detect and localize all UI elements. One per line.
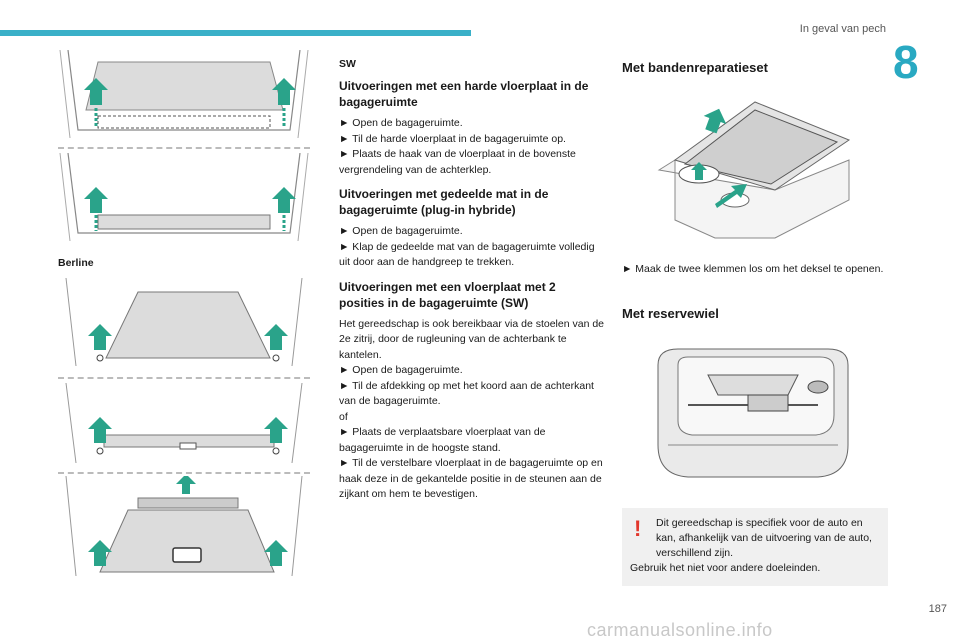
watermark: carmanualsonline.info <box>587 620 773 640</box>
section-title: In geval van pech <box>799 23 886 35</box>
warning-note-text: Gebruik het niet voor andere doeleinden. <box>630 562 821 574</box>
step-line: ► Open de bagageruimte. <box>339 364 463 376</box>
warning-note: ! Dit gereedschap is specifiek voor de a… <box>622 508 888 586</box>
step-line: ► Open de bagageruimte. <box>339 117 463 129</box>
section-split-mat-title: Uitvoeringen met gedeelde mat in de baga… <box>339 187 549 217</box>
warning-note-text: Dit gereedschap is specifiek voor de aut… <box>656 517 872 559</box>
spare-wheel-title: Met reservewiel <box>622 306 719 321</box>
step-line: ► Plaats de verplaatsbare vloerplaat van… <box>339 426 546 454</box>
step-line: ► Til de afdekking op met het koord aan … <box>339 379 594 408</box>
illustration-spare-wheel <box>648 345 858 481</box>
illustration-repair-kit <box>655 100 853 240</box>
page-number: 187 <box>928 603 947 615</box>
warning-icon: ! <box>634 516 642 541</box>
illustration-berline-2 <box>58 383 310 467</box>
figure-separator <box>58 147 310 149</box>
step-line: ► Klap de gedeelde mat van de bagageruim… <box>339 240 595 269</box>
illustration-berline-1 <box>58 278 310 370</box>
chapter-badge: 8 <box>893 36 933 88</box>
berline-label: Berline <box>58 257 94 269</box>
illustration-berline-3 <box>58 476 310 580</box>
middle-column: SW Uitvoeringen met een harde vloerplaat… <box>339 58 604 503</box>
figure-separator <box>58 472 310 474</box>
step-line: ► Til de harde vloerplaat in de bagageru… <box>339 132 566 145</box>
section-two-position-floor-title: Uitvoeringen met een vloerplaat met 2 po… <box>339 279 556 310</box>
chapter-number: 8 <box>893 36 919 88</box>
section-hard-floor-title: Uitvoeringen met een harde vloerplaat in… <box>339 79 589 109</box>
step-line: ► Plaats de haak van de vloerplaat in de… <box>339 148 576 176</box>
step-line: ► Til de verstelbare vloerplaat in de ba… <box>339 457 603 500</box>
figure-separator <box>58 377 310 379</box>
repair-kit-title: Met bandenreparatieset <box>622 60 768 75</box>
illustration-sw-split-mat <box>58 153 310 243</box>
sw-label: SW <box>339 58 356 70</box>
repair-kit-step: ► Maak de twee klemmen los om het deksel… <box>622 263 884 275</box>
header-accent-bar <box>0 30 471 36</box>
illustration-sw-hard-floor <box>58 50 310 142</box>
step-line: ► Open de bagageruimte. <box>339 225 463 237</box>
intro-line: Het gereedschap is ook bereikbaar via de… <box>339 317 605 361</box>
or-line: of <box>339 410 348 423</box>
